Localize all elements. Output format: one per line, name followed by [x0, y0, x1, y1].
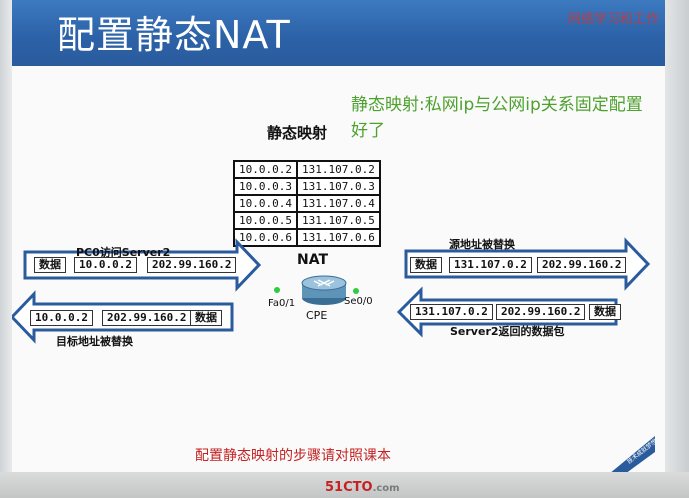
left-top-arrow — [23, 238, 262, 292]
left-frame — [0, 0, 12, 498]
left-top-src: 10.0.0.2 — [74, 257, 137, 273]
right-top-data: 数据 — [410, 257, 442, 273]
right-top-dst: 202.99.160.2 — [537, 257, 627, 273]
watermark-text: 网络学习和工作 — [567, 12, 659, 27]
badge-ribbon-icon: 技术成就梦想 — [609, 436, 655, 474]
public-ip-cell: 131.107.0.5 — [295, 211, 381, 230]
left-top-caption: PC0访问Server2 — [76, 246, 171, 259]
left-bottom-src: 10.0.0.2 — [30, 310, 93, 326]
site-logo-main: 51CTO — [325, 480, 373, 495]
private-ip-cell: 10.0.0.6 — [233, 228, 298, 247]
site-logo: 51CTO.com — [325, 480, 400, 495]
footer-instruction: 配置静态映射的步骤请对照课本 — [195, 448, 391, 464]
packet-arrows — [12, 237, 651, 344]
router-icon — [301, 275, 347, 305]
site-logo-suffix: .com — [372, 483, 400, 494]
left-bottom-dst: 202.99.160.2 — [102, 310, 192, 326]
right-bottom-data: 数据 — [589, 304, 621, 320]
port-left-label: Fa0/1 — [268, 298, 296, 309]
left-bottom-caption: 目标地址被替换 — [56, 335, 133, 348]
port-right-dot — [353, 288, 359, 294]
right-bottom-caption: Server2返回的数据包 — [450, 325, 565, 338]
slide-header: 配置静态NAT — [12, 0, 665, 66]
right-top-caption: 源地址被替换 — [449, 238, 515, 251]
mapping-table-title: 静态映射 — [267, 124, 328, 142]
private-ip-cell: 10.0.0.5 — [233, 211, 298, 230]
public-ip-cell: 131.107.0.3 — [295, 177, 381, 196]
bottom-frame — [0, 472, 689, 498]
left-bottom-data: 数据 — [190, 310, 222, 326]
left-top-data: 数据 — [34, 257, 66, 273]
router-device-label: CPE — [306, 309, 328, 322]
private-ip-cell: 10.0.0.2 — [233, 160, 298, 179]
right-bottom-dst: 202.99.160.2 — [496, 304, 586, 320]
right-top-src: 131.107.0.2 — [449, 257, 532, 273]
private-ip-cell: 10.0.0.3 — [233, 177, 298, 196]
public-ip-cell: 131.107.0.4 — [295, 194, 381, 213]
port-left-dot — [274, 287, 280, 293]
left-top-dst: 202.99.160.2 — [147, 257, 237, 273]
private-ip-cell: 10.0.0.4 — [233, 194, 298, 213]
slide-title: 配置静态NAT — [57, 13, 291, 57]
right-bottom-src: 131.107.0.2 — [410, 304, 493, 320]
right-frame — [665, 0, 689, 498]
slide: 配置静态NAT 网络学习和工作 静态映射:私网ip与公网ip关系固定配置好了 静… — [12, 0, 665, 474]
public-ip-cell: 131.107.0.6 — [295, 228, 381, 247]
router-title: NAT — [297, 252, 329, 268]
public-ip-cell: 131.107.0.2 — [295, 160, 381, 179]
port-right-label: Se0/0 — [344, 296, 373, 307]
mapping-note: 静态映射:私网ip与公网ip关系固定配置好了 — [351, 95, 643, 141]
